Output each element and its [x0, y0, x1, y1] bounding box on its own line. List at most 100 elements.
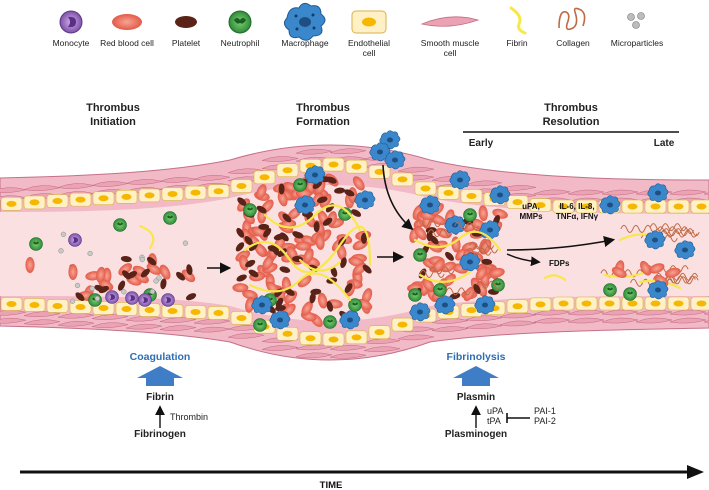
legend-label-macrophage: Macrophage	[281, 38, 329, 48]
endothelial-nucleus	[558, 203, 569, 210]
red-blood-cell	[68, 264, 78, 280]
macrophage-nucleus	[277, 317, 283, 323]
neutrophil-nucleus	[467, 212, 473, 216]
stage-formation-line1: Thrombus	[296, 102, 350, 114]
macrophage-nucleus	[427, 202, 433, 208]
legend-label-monocyte: Monocyte	[53, 38, 90, 48]
red-blood-cell	[352, 176, 365, 191]
platelet	[122, 270, 131, 280]
endothelial-nucleus	[282, 167, 293, 174]
smooth-muscle-cell	[329, 352, 367, 359]
coagulation-pathway: Coagulation Fibrin Thrombin Fibrinogen	[130, 351, 208, 440]
macrophage-nucleus	[347, 317, 353, 323]
macrophage-nucleus	[482, 302, 488, 308]
smooth-muscle-cell	[635, 309, 673, 316]
collagen-fiber	[469, 241, 495, 250]
platelet	[340, 257, 347, 269]
platelet	[275, 305, 286, 312]
monocyte-nucleus	[73, 237, 78, 243]
macrophage-nucleus	[457, 177, 463, 183]
resolution-early-label: Early	[469, 138, 494, 149]
annotation-upa-mmps-2: MMPs	[519, 212, 543, 221]
endothelial-nucleus	[190, 308, 201, 315]
smooth-muscle-cell	[533, 189, 571, 196]
fibrinolysis-pathway: Fibrinolysis Plasmin uPA tPA PAI-1 PAI-2…	[445, 351, 556, 440]
platelet	[236, 227, 245, 238]
macrophage-nucleus	[652, 237, 658, 243]
smooth-muscle-cell	[295, 344, 333, 351]
platelet	[344, 189, 355, 197]
smooth-muscle-cell	[669, 309, 707, 316]
endothelial-nucleus	[696, 300, 707, 307]
timeline: TIME	[20, 465, 704, 490]
smooth-muscle-cell	[499, 312, 537, 319]
platelet	[256, 205, 267, 214]
endothelial-nucleus	[466, 307, 477, 314]
smooth-muscle-cell	[295, 148, 333, 155]
smooth-muscle-cell	[363, 346, 401, 353]
legend-label-endothelial-2: cell	[363, 48, 376, 58]
red-blood-cell	[277, 190, 288, 207]
red-blood-cell	[146, 263, 162, 275]
upa-label: uPA	[487, 406, 503, 416]
annotation-cytokines-1: IL-6, IL-8,	[559, 202, 594, 211]
legend-label-collagen: Collagen	[556, 38, 590, 48]
endothelial-nucleus	[397, 176, 408, 183]
microparticle	[74, 282, 81, 289]
endothelial-nucleus	[144, 306, 155, 313]
endothelial-nucleus	[581, 300, 592, 307]
endothelial-nucleus	[558, 300, 569, 307]
endothelial-nucleus	[6, 200, 17, 207]
legend: Monocyte Red blood cell Platelet Neutrop…	[53, 2, 663, 58]
collagen-icon	[558, 7, 586, 31]
monocyte-icon	[59, 10, 83, 34]
collagen-fiber	[476, 280, 501, 289]
fibrin-strand	[263, 204, 362, 232]
fibrin-label: Fibrin	[146, 392, 174, 403]
smooth-muscle-cell	[567, 309, 605, 316]
legend-label-platelet: Platelet	[172, 38, 201, 48]
macrophage-nucleus	[362, 197, 368, 203]
macrophage-nucleus	[259, 302, 265, 308]
platelet	[120, 255, 132, 263]
smooth-muscle-cell	[635, 317, 673, 324]
fibrin-strand	[248, 272, 352, 302]
red-blood-cell	[159, 264, 171, 280]
thrombin-label: Thrombin	[170, 412, 208, 422]
fibrin-strand	[243, 225, 372, 273]
red-blood-cell	[254, 242, 267, 258]
endothelium-top	[0, 157, 709, 214]
red-blood-cell	[414, 226, 427, 241]
annotation-cytokines-2: TNFα, IFNγ	[556, 212, 599, 221]
endothelial-nucleus	[420, 185, 431, 192]
endothelial-nucleus	[374, 329, 385, 336]
time-arrowhead-icon	[687, 465, 704, 479]
endothelial-nucleus	[6, 300, 17, 307]
legend-label-fibrin: Fibrin	[506, 38, 528, 48]
macrophage-nucleus	[487, 227, 493, 233]
platelet	[322, 217, 333, 226]
smooth-muscle-cell	[431, 318, 469, 324]
platelet	[175, 271, 186, 281]
resolution-late-label: Late	[654, 138, 675, 149]
smooth-muscle-cell	[159, 317, 197, 323]
neutrophil-nucleus	[437, 287, 443, 291]
microparticle	[94, 295, 100, 302]
platelet	[326, 176, 337, 184]
collagen-fiber	[445, 287, 471, 296]
endothelial-nucleus	[75, 303, 86, 310]
platelet	[445, 251, 454, 261]
thrombus-cells	[25, 130, 700, 332]
endothelial-nucleus	[466, 192, 477, 199]
collagen-fiber	[660, 229, 698, 238]
red-blood-cell	[488, 267, 505, 278]
plasminogen-label: Plasminogen	[445, 429, 507, 440]
macrophage-nucleus	[392, 157, 398, 163]
macrophage-nucleus	[417, 309, 423, 315]
collagen-fiber	[427, 229, 453, 238]
smooth-muscle-cell	[499, 320, 537, 327]
coagulation-label: Coagulation	[130, 351, 191, 363]
platelet	[117, 280, 126, 291]
neutrophil-nucleus	[257, 322, 263, 326]
